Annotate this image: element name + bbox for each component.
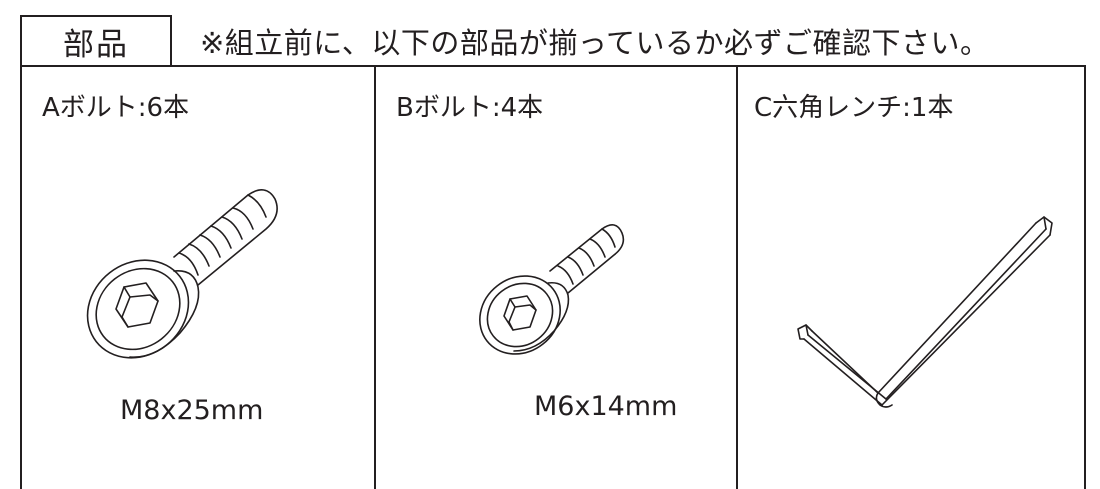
part-panel-b: Bボルト:4本 M6x14mm [376, 67, 736, 489]
part-panel-a: Aボルト:6本 M8x25mm [22, 67, 374, 489]
table-left-border [20, 65, 22, 489]
table-right-border [1084, 65, 1086, 489]
part-panel-c: C六角レンチ:1本 [738, 67, 1084, 489]
table-divider-1 [374, 65, 376, 489]
hex-wrench-icon [794, 211, 1056, 411]
hex-socket-bolt-a-icon [70, 177, 310, 377]
part-a-title: Aボルト:6本 [42, 93, 190, 123]
table-top-border [20, 65, 1086, 67]
part-b-title: Bボルト:4本 [396, 93, 544, 123]
parts-header-label: 部品 [63, 26, 129, 63]
hex-socket-bolt-b-icon [472, 215, 632, 365]
part-c-title: C六角レンチ:1本 [754, 93, 954, 123]
part-b-spec: M6x14mm [534, 391, 678, 422]
table-divider-2 [736, 65, 738, 489]
parts-check-note: ※組立前に、以下の部品が揃っているか必ずご確認下さい。 [200, 26, 990, 60]
part-a-spec: M8x25mm [120, 395, 264, 426]
